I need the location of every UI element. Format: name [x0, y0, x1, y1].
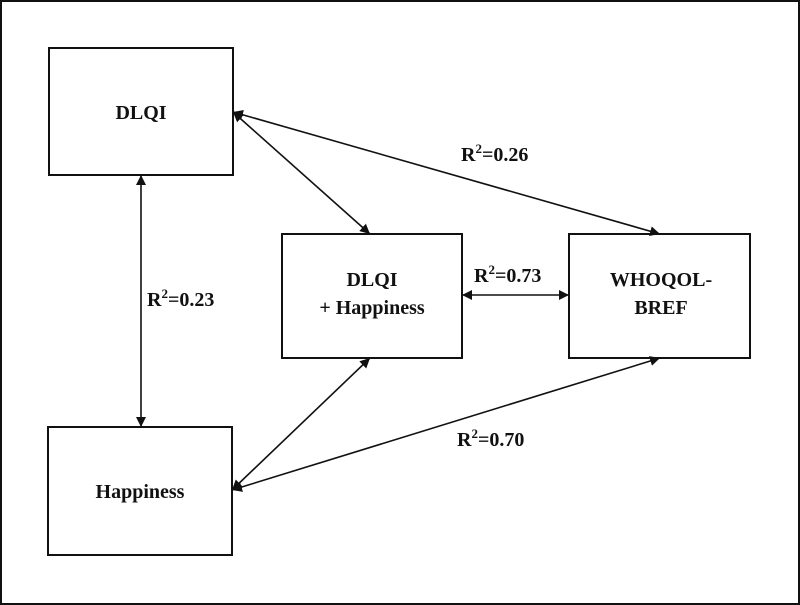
combined-label-line1: DLQI: [346, 269, 397, 291]
whoqol-label-line1: WHOQOL-: [610, 269, 712, 291]
arrow-happiness-combined: [231, 357, 371, 491]
combined-box: [281, 233, 463, 359]
r2-label-combined-whoqol: R2=0.73: [474, 262, 541, 287]
happiness-label: Happiness: [96, 481, 185, 503]
r2-label-happiness-whoqol: R2=0.70: [457, 426, 524, 451]
dlqi-label: DLQI: [115, 102, 166, 124]
whoqol-label-line2: BREF: [634, 297, 687, 319]
happiness-box: [47, 426, 233, 556]
arrow-happiness-whoqol: [231, 356, 661, 492]
arrow-dlqi-whoqol: [232, 109, 661, 237]
r2-label-dlqi-whoqol: R2=0.26: [461, 141, 528, 166]
combined-label-line2: + Happiness: [319, 297, 425, 319]
whoqol-box: [568, 233, 751, 359]
r2-label-dlqi-happiness: R2=0.23: [147, 286, 214, 311]
arrow-dlqi-combined: [232, 111, 371, 235]
